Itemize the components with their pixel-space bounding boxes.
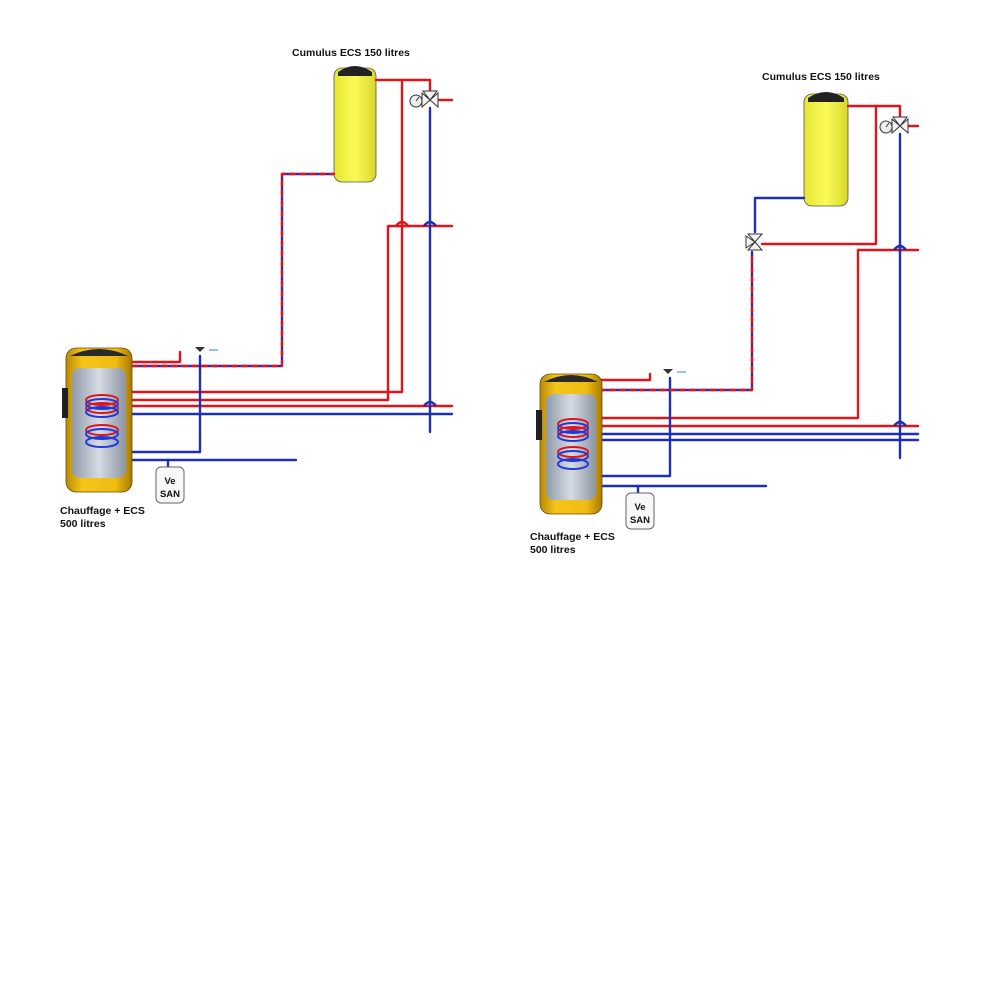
buffer-tank xyxy=(536,373,603,515)
coil-cold xyxy=(557,422,589,470)
pipe-hot xyxy=(598,248,920,420)
expansion-vessel-icon xyxy=(625,492,655,530)
buffer-tank-label-line1: Chauffage + ECS xyxy=(530,531,615,543)
pipe-hot xyxy=(760,104,878,246)
coil-hot xyxy=(557,418,589,458)
buffer-tank-label-line1: Chauffage + ECS xyxy=(60,505,145,517)
cumulus-tank-label: Cumulus ECS 150 litres xyxy=(292,47,410,59)
pipe-cold xyxy=(596,376,672,478)
expansion-vessel-icon xyxy=(155,466,185,504)
cumulus-tank-label: Cumulus ECS 150 litres xyxy=(762,71,880,83)
three-way-valve-icon xyxy=(891,116,909,135)
pipe-hot xyxy=(598,372,652,382)
check-valve-icon xyxy=(195,347,218,352)
cumulus-tank xyxy=(333,66,377,183)
pipe-supply-mixed xyxy=(598,250,754,392)
diagram-1: Cumulus ECS 150 litres xyxy=(60,47,454,530)
pipe-supply-mixed-dash xyxy=(598,250,754,392)
pipe-crossover xyxy=(893,244,907,251)
pipe-supply-mixed xyxy=(130,172,336,368)
pipe-cold xyxy=(126,354,202,454)
three-way-valve-icon xyxy=(745,233,764,251)
pipe-hot xyxy=(130,224,404,402)
check-valve-icon xyxy=(663,369,686,374)
thermometer-icon xyxy=(409,94,423,108)
coil-cold xyxy=(85,398,119,448)
three-way-valve-icon xyxy=(421,90,439,109)
pipe-crossover xyxy=(893,420,907,427)
pipe-cold xyxy=(753,196,806,234)
pipe-supply-mixed-dash xyxy=(130,172,336,368)
vessel-label-line1: Ve xyxy=(164,476,175,487)
cumulus-tank xyxy=(803,92,849,207)
pipe-hot xyxy=(874,104,902,120)
buffer-tank-label-line2: 500 litres xyxy=(530,544,576,556)
buffer-tank-label-line2: 500 litres xyxy=(60,518,106,530)
coil-hot xyxy=(85,394,119,436)
diagram-2: Cumulus ECS 150 litres xyxy=(530,71,920,556)
pipe-hot xyxy=(400,78,432,94)
vessel-label-line2: SAN xyxy=(630,515,650,526)
buffer-tank xyxy=(62,347,133,493)
pipe-hot xyxy=(130,78,404,394)
pipe-crossover xyxy=(395,220,409,227)
pipe-hot xyxy=(130,350,182,364)
pipe-crossover xyxy=(423,220,437,227)
pipe-crossover xyxy=(423,400,437,407)
thermometer-icon xyxy=(879,120,893,134)
vessel-label-line2: SAN xyxy=(160,489,180,500)
vessel-label-line1: Ve xyxy=(634,502,645,513)
